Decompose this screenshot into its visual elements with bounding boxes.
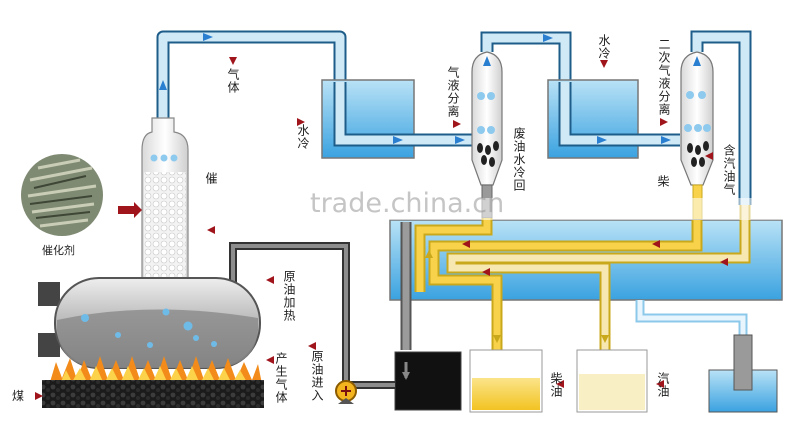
gas-containing-oil-label: 含汽油气	[722, 144, 736, 196]
catalytic-tower	[141, 117, 189, 286]
diesel-label: 柴油	[549, 372, 563, 398]
crude-heating-label: 原油加热	[282, 270, 296, 322]
cracking-reactor	[38, 277, 261, 369]
gasoline-label: 汽油	[656, 372, 670, 398]
diesel-tank	[469, 349, 543, 413]
crude-input-label: 原油进入	[310, 350, 324, 402]
waste-oil-box	[394, 351, 462, 411]
crude-pump	[335, 380, 357, 404]
diesel-top-label: 柴	[656, 175, 670, 188]
catalyst-image	[21, 154, 103, 236]
gas-label: 气体	[226, 68, 240, 94]
gas-pipe-to-water-seal	[635, 300, 748, 345]
catalyst-label: 催化剂	[42, 244, 75, 257]
gas-produced-label: 产生气体	[274, 352, 288, 404]
watermark-band	[290, 198, 800, 220]
water-cooling-2-label: 水冷	[597, 34, 611, 60]
secondary-sep-label: 二次气液分离	[657, 38, 671, 116]
furnace-fire	[50, 356, 262, 384]
red-arrows	[35, 57, 728, 400]
water-seal-tank	[708, 334, 778, 413]
condenser-tank	[389, 205, 783, 352]
coal-label: 煤	[12, 389, 25, 403]
gasoline-tank	[576, 349, 648, 413]
flow-arrows	[159, 33, 701, 144]
pipe-reactor-to-cooler1	[156, 30, 347, 118]
coal-bed	[42, 380, 264, 408]
water-cooler-2	[547, 79, 680, 159]
waste-oil-water-return-label: 废油水冷回	[512, 127, 526, 192]
condenser-arrows	[425, 250, 609, 343]
watermark: trade.china.cn	[310, 188, 505, 219]
reactor-mid-label: 催	[204, 172, 218, 185]
crude-input-pipe	[229, 242, 395, 389]
gas-liquid-sep-label: 气液分离	[446, 66, 460, 118]
water-cooling-1-label: 水冷	[296, 124, 310, 150]
water-cooler-1	[321, 79, 415, 159]
